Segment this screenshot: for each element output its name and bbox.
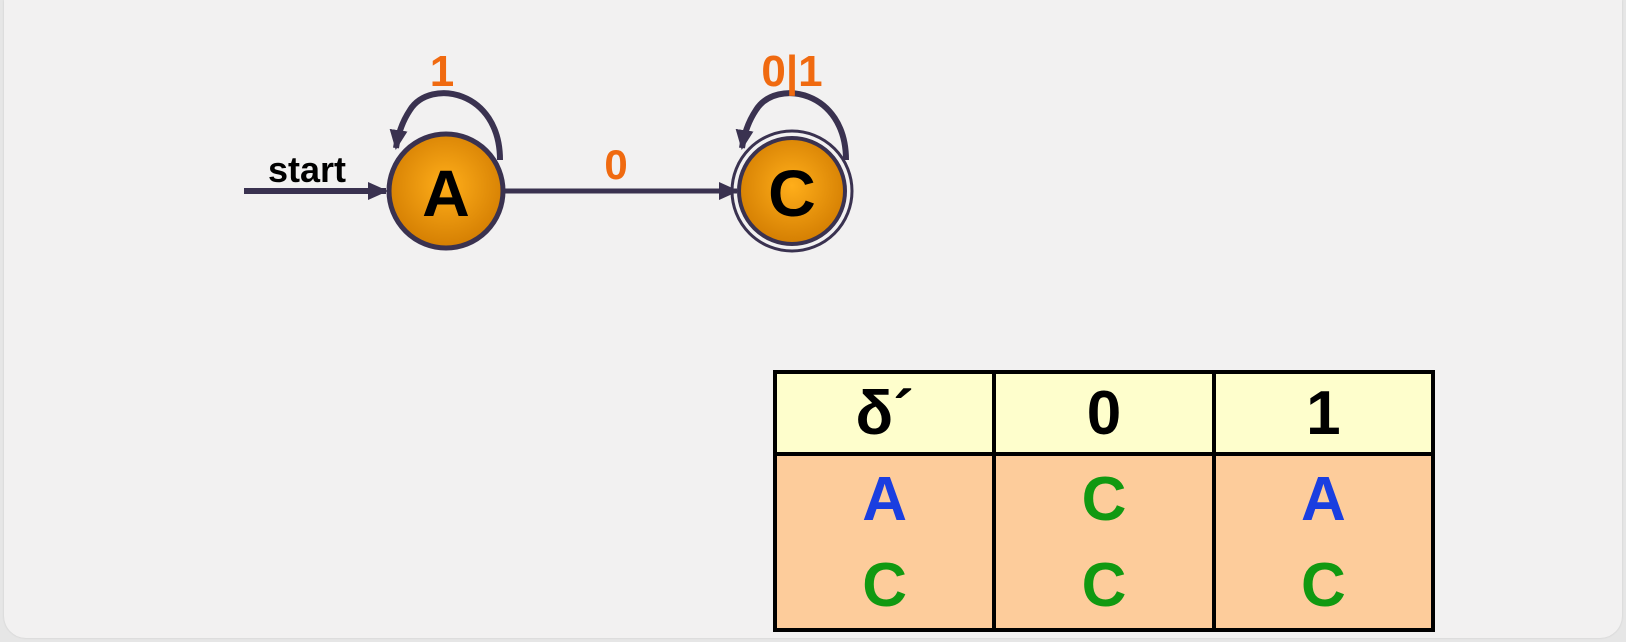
state-c: C [730,129,854,253]
table-header-cell: δ´ [772,370,997,456]
table-cell: C [1211,542,1436,632]
table-cell: C [992,452,1216,542]
table-cell: C [772,542,997,632]
transition-table: δ´ 0 1 A C A C C C [772,370,1436,632]
table-row: C C C [772,542,1436,632]
transition-loop-c [735,90,849,161]
state-label-c: C [768,156,816,230]
state-a: A [386,131,506,251]
transition-label-a-to-c: 0 [604,141,627,188]
transition-loop-a [389,90,503,161]
table-header-cell: 1 [1211,370,1436,456]
state-label-a: A [422,156,470,230]
transition-label-a-to-a: 1 [430,47,454,96]
table-cell: A [1211,452,1436,542]
table-row: A C A [772,452,1436,542]
table-header-row: δ´ 0 1 [772,370,1436,456]
start-label: start [268,149,346,190]
transition-label-c-to-c: 0|1 [761,47,822,97]
table-cell: A [772,452,997,542]
table-cell: C [992,542,1216,632]
table-header-cell: 0 [992,370,1216,456]
